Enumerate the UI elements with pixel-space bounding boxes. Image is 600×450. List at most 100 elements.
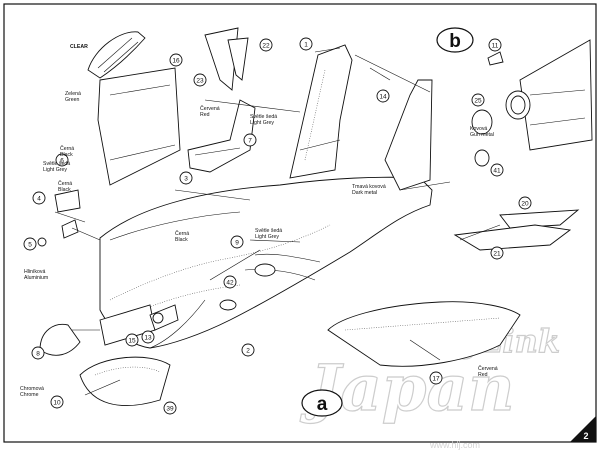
callout-tmava: Tmavá kovová [352, 184, 386, 190]
svg-text:21: 21 [493, 251, 501, 258]
part-25-num: 25 [471, 93, 485, 107]
callout-svetle-1: Světle šedá [43, 161, 70, 167]
svg-text:22: 22 [262, 43, 270, 50]
part-23-panel [227, 37, 249, 81]
part-13-num: 13 [141, 330, 155, 344]
callout-lightgrey-2: Light Grey [250, 120, 274, 126]
callout-svetle-3: Světle šedá [255, 228, 282, 234]
wing-main [327, 301, 521, 367]
callout-chromova: Chromová [20, 386, 44, 392]
svg-text:b: b [449, 31, 461, 52]
watermark-url: www.hlj.com [429, 440, 480, 450]
callout-black-3: Black [175, 237, 188, 243]
part-1: 1 [299, 37, 313, 51]
part-15-num: 15 [125, 333, 139, 347]
vertical-fin [289, 44, 353, 179]
svg-text:14: 14 [379, 94, 387, 101]
part-wheel [152, 312, 164, 324]
part-2: 2 [241, 343, 255, 357]
svg-text:2: 2 [246, 348, 250, 355]
assembly-arrows [54, 47, 501, 396]
stabilizer-20 [499, 209, 580, 229]
callout-cerna-1: Černá [60, 145, 74, 152]
part-6-num: 6 [55, 153, 69, 167]
callout-cervena-1: Červená [200, 105, 220, 112]
callout-zelena: Zelená [65, 91, 81, 97]
section-label-b: b [436, 27, 474, 53]
part-box [149, 304, 179, 331]
seat [187, 99, 256, 173]
callout-kovova: Kovová [470, 126, 487, 132]
svg-text:9: 9 [235, 240, 239, 247]
nose-cone [39, 323, 81, 356]
part-5 [37, 237, 47, 247]
part-rear-fin [384, 79, 433, 191]
svg-text:13: 13 [144, 335, 152, 342]
part-4-num: 4 [32, 191, 46, 205]
part-10-num: 10 [50, 395, 64, 409]
page-frame [3, 3, 597, 443]
callout-green: Green [65, 97, 80, 103]
svg-text:8: 8 [36, 351, 40, 358]
svg-text:5: 5 [28, 242, 32, 249]
page-number: 2 [570, 416, 596, 442]
part-16-num: 16 [169, 53, 183, 67]
svg-text:10: 10 [53, 400, 61, 407]
part-3: 3 [179, 171, 193, 185]
callout-black-1: Black [60, 152, 73, 158]
callout-darkmetal: Dark metal [352, 190, 377, 196]
callout-gunmetal: Gun metal [470, 132, 494, 138]
part-23-num: 23 [193, 73, 207, 87]
svg-text:1: 1 [304, 42, 308, 49]
canopy [87, 31, 146, 79]
callout-lightgrey-3: Light Grey [255, 234, 279, 240]
callout-cerna-3: Černá [175, 230, 189, 237]
part-14-num: 14 [376, 89, 390, 103]
svg-text:17: 17 [432, 376, 440, 383]
callout-red-1: Red [200, 112, 210, 118]
svg-text:42: 42 [226, 280, 234, 287]
svg-text:20: 20 [521, 201, 529, 208]
part-21-num: 21 [490, 246, 504, 260]
callout-black-2: Black [58, 187, 71, 193]
svg-text:39: 39 [166, 406, 174, 413]
svg-text:41: 41 [493, 168, 501, 175]
callout-red-2: Red [478, 372, 488, 378]
svg-text:a: a [317, 394, 328, 415]
part-41-num: 41 [490, 163, 504, 177]
callout-svetle-2: Světle šedá [250, 114, 277, 120]
svg-text:25: 25 [474, 98, 482, 105]
part-8-num: 8 [31, 346, 45, 360]
part-17-num: 17 [429, 371, 443, 385]
callout-clear: CLEAR [70, 44, 88, 50]
detail-b [471, 39, 593, 167]
svg-text:16: 16 [172, 58, 180, 65]
section-label-a: a [301, 389, 343, 417]
part-42-num: 42 [223, 275, 237, 289]
intake-lower [79, 356, 171, 406]
part-22-num: 22 [259, 38, 273, 52]
callout-cervena-2: Červená [478, 365, 498, 372]
svg-text:11: 11 [492, 43, 499, 50]
windscreen-frame [97, 67, 181, 186]
callout-hlinikova: Hliníková [24, 269, 45, 275]
callout-chrome: Chrome [20, 392, 39, 398]
part-9-num: 9 [230, 235, 244, 249]
fuselage [99, 176, 433, 349]
callout-lightgrey-1: Light Grey [43, 167, 67, 173]
svg-text:15: 15 [128, 338, 136, 345]
svg-text:6: 6 [60, 158, 64, 165]
callout-aluminium: Aluminium [24, 275, 48, 281]
part-20-num: 20 [518, 196, 532, 210]
part-7-num: 7 [243, 133, 257, 147]
svg-text:23: 23 [196, 78, 204, 85]
part-5-num: 5 [23, 237, 37, 251]
svg-text:3: 3 [184, 176, 188, 183]
part-39-num: 39 [163, 401, 177, 415]
colour-callouts: CLEAR Zelená Green Černá Black Světle še… [20, 44, 498, 398]
stabilizer-21 [453, 224, 572, 251]
svg-text:2: 2 [583, 431, 588, 441]
svg-text:4: 4 [37, 196, 41, 203]
